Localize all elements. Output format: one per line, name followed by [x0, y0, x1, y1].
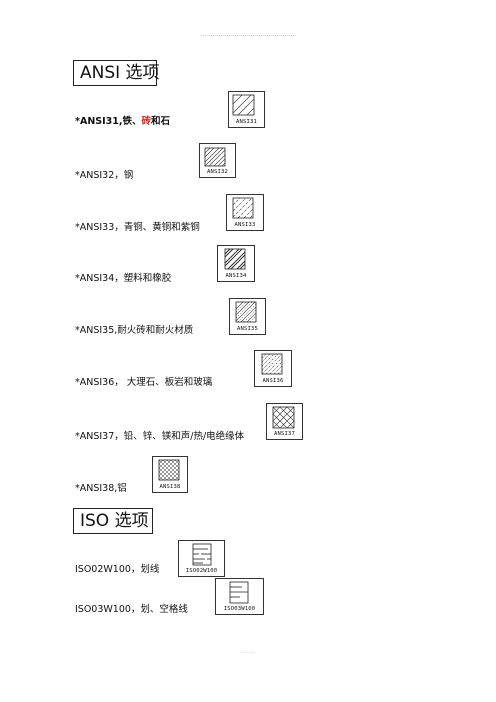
ansi33-label: *ANSI33，青铜、黄铜和紫铜	[75, 222, 200, 233]
header-rule	[200, 35, 296, 36]
ansi32-code: ANSI32	[206, 169, 229, 175]
ansi-section-title: ANSI 选项	[73, 60, 160, 86]
iso02w100-pattern-swatch: ISO02W100	[178, 540, 225, 577]
ansi37-pattern-swatch: ANSI37	[266, 403, 303, 440]
ansi37-label: *ANSI37，铅、锌、镁和声/热/电绝缘体	[75, 431, 245, 442]
ansi31-label-brick: 砖	[141, 116, 152, 127]
ansi38-label: *ANSI38,铝	[75, 483, 127, 494]
ansi38-pattern-swatch: ANSI38	[152, 456, 188, 493]
ansi35-label: *ANSI35,耐火砖和耐火材质	[75, 325, 194, 336]
ansi31-label: *ANSI31,铁、砖和石	[75, 116, 170, 128]
ansi32-pattern-swatch: ANSI32	[199, 143, 236, 178]
ansi36-label: *ANSI36， 大理石、板岩和玻璃	[75, 377, 213, 388]
iso03w100-label: ISO03W100，划、空格线	[75, 604, 188, 615]
ansi35-code: ANSI35	[236, 326, 259, 332]
iso03w100-code: ISO03W100	[223, 606, 256, 612]
ansi34-label: *ANSI34，塑料和橡胶	[75, 273, 172, 284]
ansi33-pattern-swatch: ANSI33	[226, 194, 264, 231]
ansi31-code: ANSI31	[235, 119, 258, 125]
ansi36-code: ANSI36	[262, 378, 284, 384]
ansi35-pattern-swatch: ANSI35	[229, 298, 266, 335]
ansi31-label-stone: 和石	[151, 116, 171, 127]
ansi36-pattern-swatch: ANSI36	[254, 350, 292, 387]
iso02w100-label: ISO02W100，划线	[75, 564, 160, 575]
ansi34-pattern-swatch: ANSI34	[217, 245, 255, 282]
ansi31-label-code: *ANSI31,	[75, 116, 123, 127]
ansi33-code: ANSI33	[234, 222, 256, 228]
ansi34-code: ANSI34	[225, 273, 247, 279]
ansi32-label: *ANSI32，钢	[75, 170, 134, 181]
ansi37-code: ANSI37	[273, 431, 296, 437]
iso03w100-pattern-swatch: ISO03W100	[215, 578, 264, 615]
iso02w100-code: ISO02W100	[185, 568, 218, 574]
ansi38-code: ANSI38	[159, 484, 181, 490]
iso-section-title: ISO 选项	[73, 508, 153, 534]
ansi31-pattern-swatch: ANSI31	[228, 91, 265, 128]
footer-rule	[240, 652, 256, 653]
ansi31-label-iron: 铁、	[122, 116, 142, 127]
